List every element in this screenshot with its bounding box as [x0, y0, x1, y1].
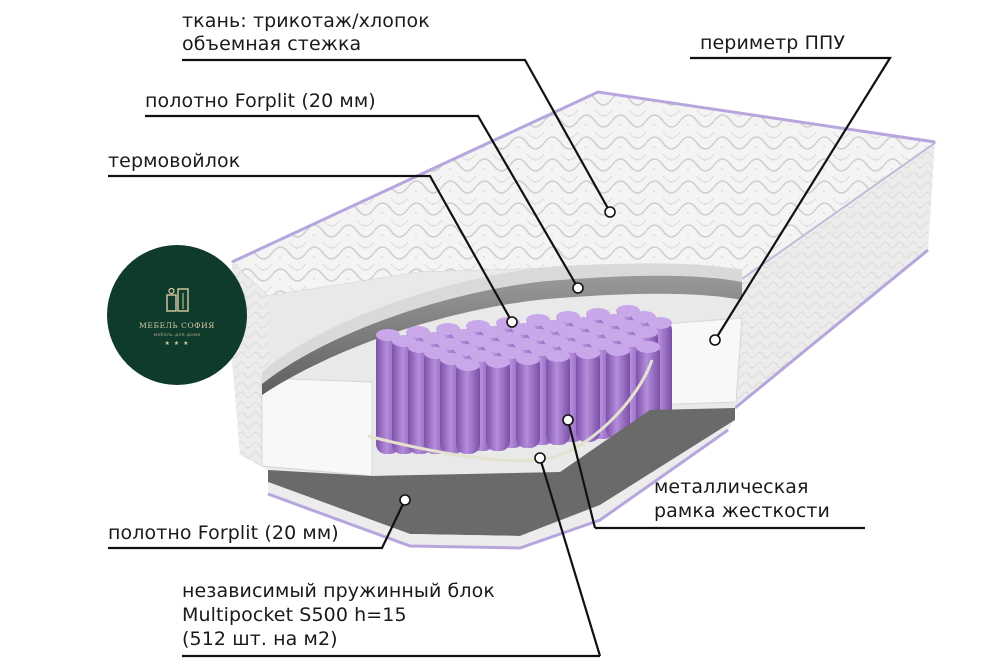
spring-pocket	[606, 347, 630, 439]
label-springs-line2: Multipocket S500 h=15	[182, 604, 407, 626]
label-metal-line1: металлическая	[654, 476, 809, 498]
thermofelt-layer	[262, 273, 742, 395]
spring-pocket	[516, 356, 540, 448]
label-springs-line1: независимый пружинный блок	[182, 580, 495, 602]
dot-fabric	[604, 206, 616, 218]
spring-pocket-top	[636, 341, 660, 353]
mattress-bottom	[268, 420, 735, 548]
spring-pocket	[576, 350, 600, 442]
spring-pocket	[486, 359, 510, 451]
leader-springs	[538, 457, 602, 657]
brand-stars: ★ ★ ★	[164, 340, 190, 347]
dot-metal	[562, 414, 574, 426]
label-springs-line3: (512 шт. на м2)	[182, 628, 338, 650]
label-forplit-bottom: полотно Forplit (20 мм)	[108, 522, 339, 544]
spring-pocket-top	[634, 326, 658, 338]
leader-thermofelt	[108, 174, 513, 323]
spring-pocket-top	[606, 344, 630, 356]
dot-springs	[534, 452, 546, 464]
leader-forplit-top	[145, 114, 579, 289]
dot-thermofelt	[506, 316, 518, 328]
dot-perimeter	[709, 334, 721, 346]
foam-block-left	[261, 377, 373, 477]
label-perimeter: периметр ППУ	[700, 32, 846, 54]
spring-pocket-top	[546, 350, 570, 362]
brand-subtitle: мебель для дома	[153, 333, 201, 338]
spring-pocket-top	[486, 356, 510, 368]
spring-pocket	[546, 353, 570, 445]
spring-pocket	[456, 362, 480, 454]
dot-forplit-top	[572, 282, 584, 294]
spring-pocket-top	[648, 317, 672, 329]
spring-pocket-top	[576, 347, 600, 359]
forplit-top-layer	[262, 263, 742, 384]
bottom-edge-band	[267, 428, 729, 550]
leader-perimeter	[690, 56, 892, 341]
mattress-right-side	[735, 142, 935, 408]
label-thermofelt: термовойлок	[108, 150, 241, 172]
furniture-icon	[166, 287, 189, 312]
leader-fabric	[182, 58, 611, 213]
brand-name: МЕБЕЛЬ СОФИЯ	[139, 321, 215, 330]
leader-forplit-bottom	[108, 499, 406, 550]
label-fabric-line1: ткань: трикотаж/хлопок	[182, 10, 430, 32]
top-edge-band-back	[231, 90, 936, 264]
spring-pocket-top	[456, 359, 480, 371]
label-forplit-top: полотно Forplit (20 мм)	[145, 90, 376, 112]
label-fabric-line2: объемная стежка	[182, 33, 362, 55]
leader-metal	[566, 419, 597, 529]
bottom-edge-band-right	[734, 248, 929, 410]
brand-logo: МЕБЕЛЬ СОФИЯ мебель для дома ★ ★ ★	[107, 245, 247, 385]
label-metal-line2: рамка жесткости	[654, 500, 830, 522]
dot-forplit-bottom	[399, 494, 411, 506]
spring-pocket-top	[516, 353, 540, 365]
leader-lines	[108, 56, 892, 658]
spring-block	[376, 305, 672, 454]
leader-dots	[399, 206, 721, 506]
metal-frame-wire	[367, 359, 654, 463]
forplit-bottom-layer	[268, 408, 735, 536]
